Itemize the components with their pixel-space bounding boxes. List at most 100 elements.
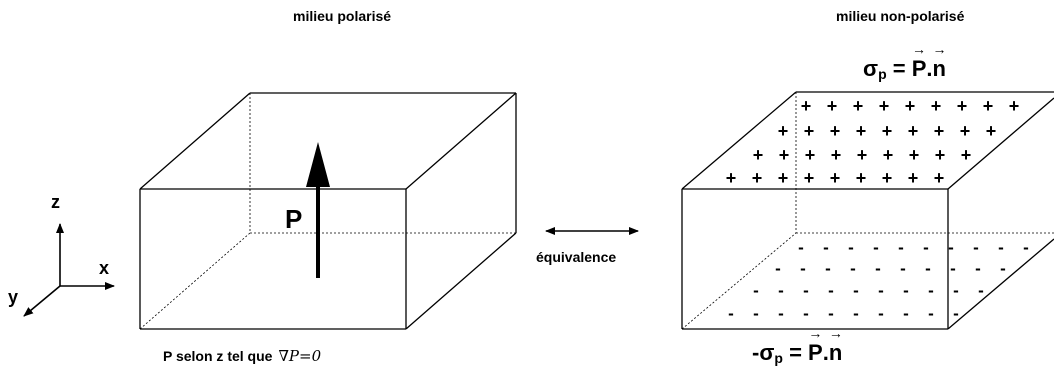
minus-charge: - — [778, 281, 784, 300]
minus-charge: - — [1000, 259, 1006, 278]
equals-sign: = — [782, 340, 809, 365]
equivalence-label: équivalence — [536, 249, 617, 265]
plus-charge: + — [986, 121, 997, 141]
polarization-label: P — [285, 204, 303, 234]
minus-charge: - — [903, 304, 909, 323]
plus-charge: + — [804, 168, 815, 188]
plus-charge: + — [856, 168, 867, 188]
sigma-symbol: σ — [863, 56, 879, 81]
dot-operator: . — [822, 340, 829, 365]
right-title: milieu non-polarisé — [836, 8, 965, 24]
minus-charge: - — [873, 238, 879, 257]
sigma-symbol: -σ — [752, 340, 775, 365]
minus-charge: - — [848, 238, 854, 257]
sigma-subscript: p — [878, 66, 887, 82]
plus-charge: + — [778, 121, 789, 141]
minus-charge: - — [825, 259, 831, 278]
coordinate-axes — [23, 223, 115, 317]
minus-charge: - — [928, 281, 934, 300]
minus-charge: - — [775, 259, 781, 278]
polarization-arrow — [306, 142, 330, 278]
surface-charge-bottom-equation: -σp = P.n — [752, 325, 843, 366]
minus-charge: - — [803, 304, 809, 323]
minus-charge: - — [778, 304, 784, 323]
plus-charge: + — [909, 145, 920, 165]
plus-charge: + — [1009, 96, 1020, 116]
plus-charge: + — [957, 96, 968, 116]
caption-text: P selon z tel que — [163, 348, 273, 364]
minus-charge: - — [798, 238, 804, 257]
plus-charge: + — [778, 168, 789, 188]
plus-charge: + — [935, 145, 946, 165]
left-title: milieu polarisé — [293, 8, 392, 24]
minus-charge: - — [928, 304, 934, 323]
minus-charge: - — [803, 281, 809, 300]
plus-charge: + — [879, 96, 890, 116]
plus-charge: + — [752, 168, 763, 188]
minus-charge: - — [875, 259, 881, 278]
axis-z-label: z — [51, 192, 60, 212]
vector-p: P — [808, 325, 823, 366]
plus-charge: + — [853, 96, 864, 116]
minus-charge: - — [853, 304, 859, 323]
minus-charge: - — [753, 304, 759, 323]
minus-charge: - — [973, 238, 979, 257]
minus-charge: - — [953, 304, 959, 323]
plus-charge: + — [856, 121, 867, 141]
plus-charge: + — [934, 121, 945, 141]
minus-charge: - — [998, 238, 1004, 257]
plus-charge: + — [779, 145, 790, 165]
axis-y-label: y — [8, 287, 19, 307]
minus-charge: - — [950, 259, 956, 278]
sigma-subscript: p — [774, 350, 783, 366]
plus-charge: + — [934, 168, 945, 188]
minus-charge: - — [978, 281, 984, 300]
minus-charge: - — [975, 259, 981, 278]
plus-charge: + — [804, 121, 815, 141]
minus-charge: - — [853, 281, 859, 300]
minus-charge: - — [753, 281, 759, 300]
minus-charge: - — [878, 304, 884, 323]
vector-p: P — [912, 41, 927, 82]
plus-charge: + — [882, 168, 893, 188]
plus-charge: + — [931, 96, 942, 116]
caption-math: ∇P=0 — [278, 347, 322, 365]
minus-charge: - — [923, 238, 929, 257]
plus-charge: + — [857, 145, 868, 165]
minus-charge: - — [728, 304, 734, 323]
negative-surface-charges: ---------------------------------------- — [728, 238, 1029, 323]
surface-charge-top-equation: σp = P.n — [863, 41, 947, 82]
positive-surface-charges: ++++++++++++++++++++++++++++++++++++ — [726, 96, 1020, 188]
plus-charge: + — [805, 145, 816, 165]
equals-sign: = — [886, 56, 912, 81]
plus-charge: + — [801, 96, 812, 116]
plus-charge: + — [753, 145, 764, 165]
plus-charge: + — [830, 168, 841, 188]
minus-charge: - — [828, 304, 834, 323]
plus-charge: + — [908, 121, 919, 141]
caption: P selon z tel que ∇P=0 — [163, 347, 321, 365]
minus-charge: - — [828, 281, 834, 300]
minus-charge: - — [953, 281, 959, 300]
plus-charge: + — [726, 168, 737, 188]
right-box — [681, 91, 1054, 330]
plus-charge: + — [831, 145, 842, 165]
minus-charge: - — [900, 259, 906, 278]
minus-charge: - — [823, 238, 829, 257]
plus-charge: + — [827, 96, 838, 116]
axis-x-label: x — [99, 258, 110, 278]
vector-n: n — [933, 41, 947, 82]
minus-charge: - — [898, 238, 904, 257]
plus-charge: + — [960, 121, 971, 141]
minus-charge: - — [878, 281, 884, 300]
plus-charge: + — [905, 96, 916, 116]
minus-charge: - — [925, 259, 931, 278]
minus-charge: - — [948, 238, 954, 257]
vector-n: n — [829, 325, 843, 366]
plus-charge: + — [961, 145, 972, 165]
plus-charge: + — [983, 96, 994, 116]
plus-charge: + — [882, 121, 893, 141]
left-box — [139, 92, 517, 330]
minus-charge: - — [850, 259, 856, 278]
minus-charge: - — [1023, 238, 1029, 257]
